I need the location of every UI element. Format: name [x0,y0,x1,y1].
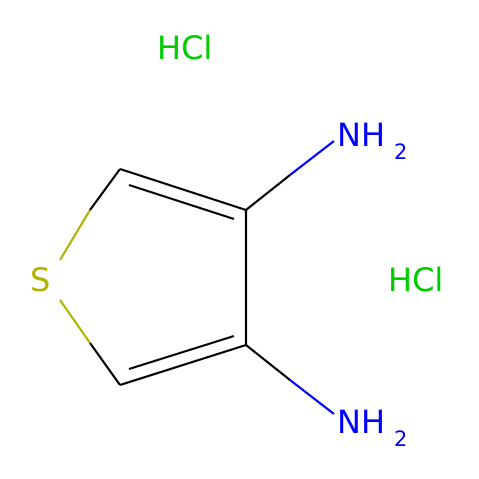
bond-c4-c5-inner [128,334,235,371]
bond-c2-c3 [119,167,247,212]
amine-top-main: NH [337,116,385,154]
bond-c5-s-carbon-part [89,342,121,386]
hcl-label-top: HCl [157,29,212,67]
amine-bonds [245,140,335,415]
amine-bottom-subscript: 2 [394,427,407,451]
bond-c4-c5 [119,343,247,387]
bond-c4-n-nitrogen-part [289,379,335,415]
bond-c3-n-nitrogen-part [289,140,335,176]
amine-bottom-main: NH [337,403,385,441]
amine-bottom-label: NH 2 [337,403,407,451]
amine-top-subscript: 2 [394,140,407,164]
bond-s-c-upper-carbon-part [89,168,121,211]
hcl-label-right: HCl [388,261,443,299]
amine-top-label: NH 2 [337,116,407,164]
sulfur-atom-label: S [30,261,50,299]
bond-c2-c3-inner [128,183,235,221]
bond-c4-n-carbon-part [245,344,291,381]
bond-c5-s-sulfur-part [59,299,91,344]
bond-c3-n-carbon-part [245,174,291,211]
ring-bonds [59,167,248,387]
bond-s-c-upper-sulfur-part [59,209,91,261]
